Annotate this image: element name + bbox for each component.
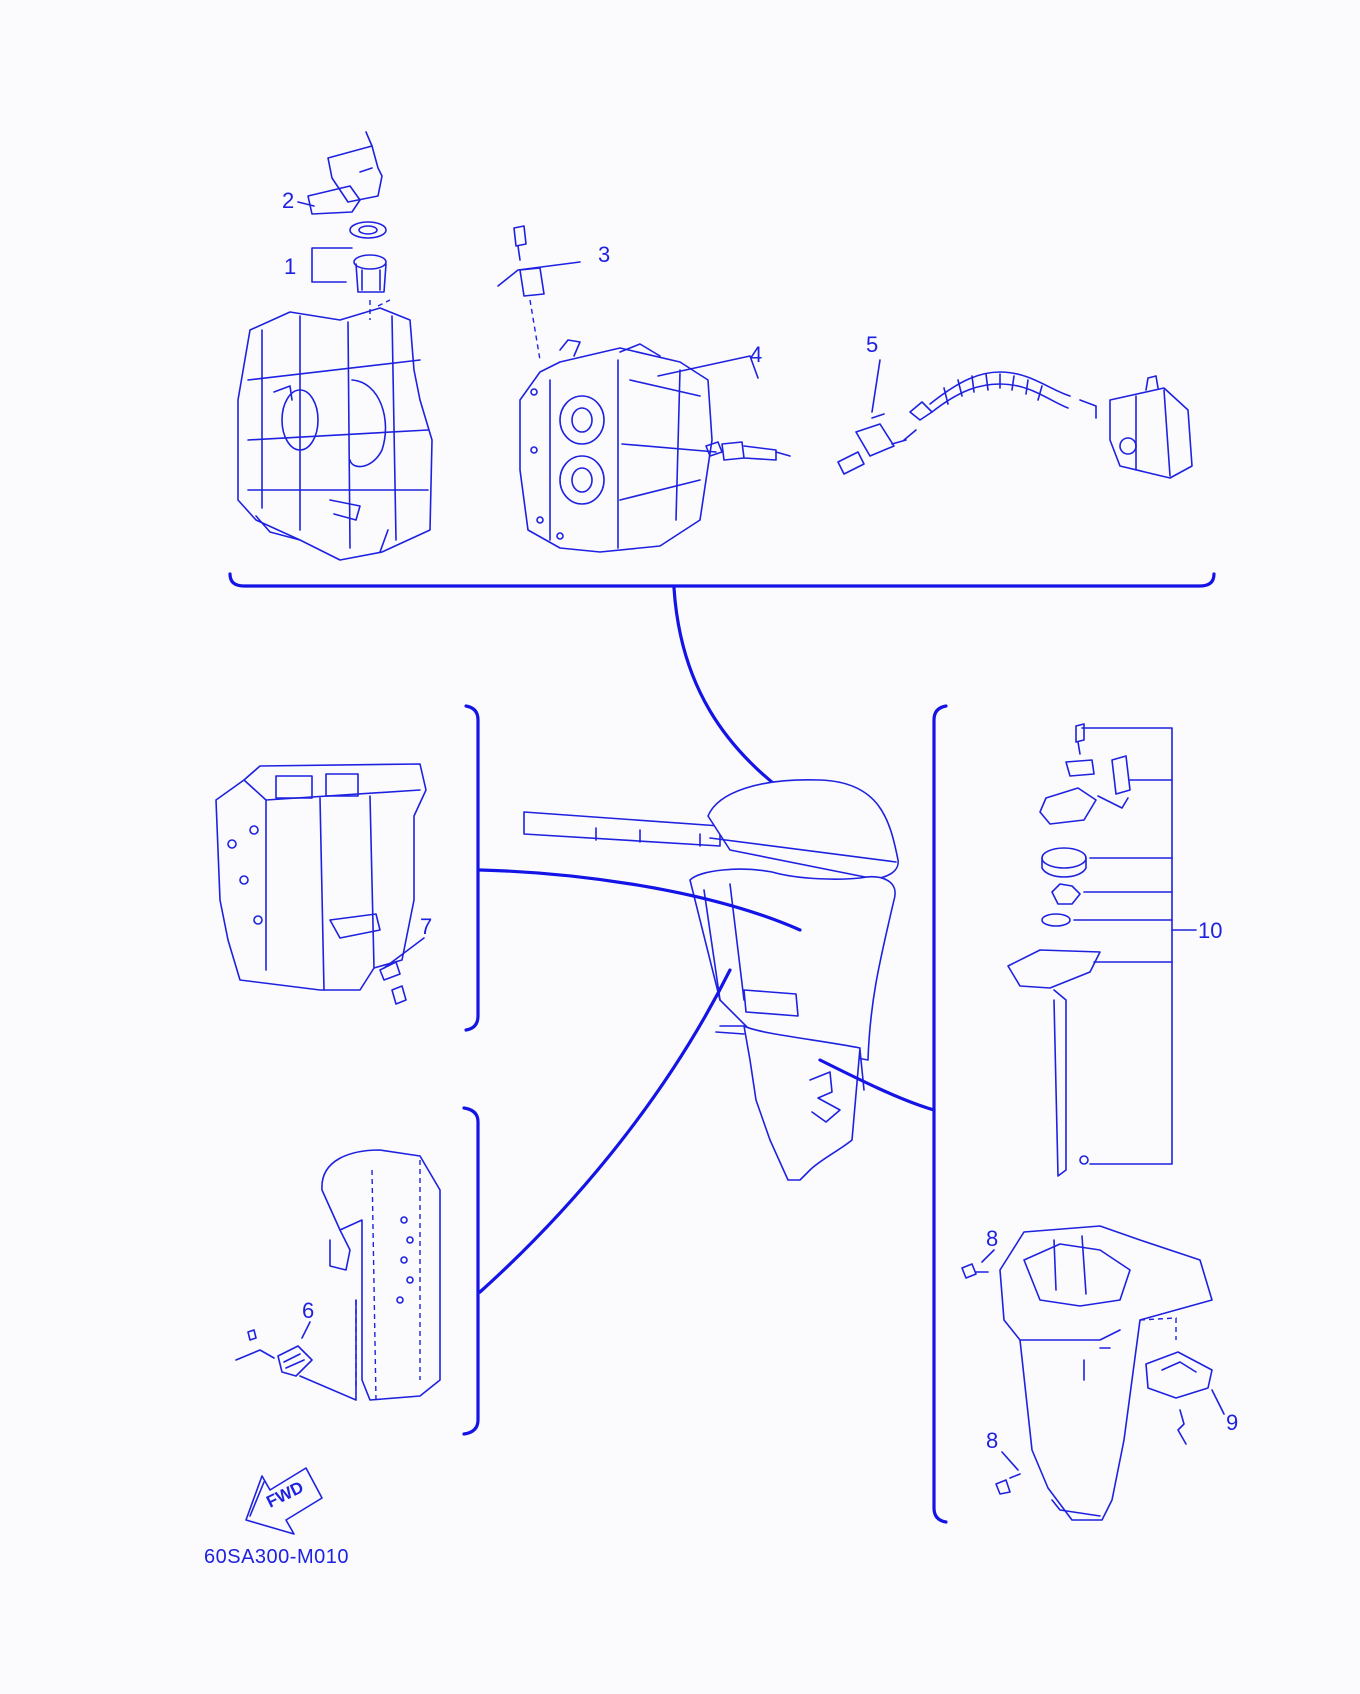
anode-9 — [1145, 1351, 1225, 1445]
lower-casing — [999, 1225, 1213, 1521]
fuel-pump — [1079, 375, 1193, 479]
callout-5: 5 — [866, 332, 878, 357]
cylinder-head — [519, 339, 717, 553]
left-upper-group — [215, 704, 802, 1032]
bolt-8-upper — [961, 1249, 995, 1279]
top-link-line — [672, 586, 806, 808]
callout-9: 9 — [1226, 1410, 1238, 1435]
callout-6: 6 — [302, 1298, 314, 1323]
callout-10: 10 — [1198, 918, 1222, 943]
fwd-label: FWD — [263, 1478, 306, 1512]
callout-2: 2 — [282, 188, 294, 213]
bracket-assembly — [321, 1149, 441, 1401]
left-lower-group — [235, 968, 732, 1436]
leader-lines-top — [297, 201, 881, 413]
callout-7: 7 — [420, 914, 432, 939]
fuel-filter-and-hose — [837, 371, 1071, 475]
drain-screw-7 — [379, 937, 425, 1005]
callout-3: 3 — [598, 242, 610, 267]
callout-8-upper: 8 — [986, 1226, 998, 1251]
water-pump-kit-10 — [1007, 723, 1197, 1177]
upper-casing — [215, 763, 427, 991]
top-group-bracket — [228, 572, 1216, 588]
callout-8-lower: 8 — [986, 1428, 998, 1453]
figure-code: 60SA300-M010 — [204, 1546, 349, 1568]
callout-1: 1 — [284, 254, 296, 279]
right-group — [818, 704, 1225, 1524]
callout-4: 4 — [750, 342, 762, 367]
spark-plug — [705, 441, 791, 461]
bolt-8-lower — [995, 1451, 1021, 1495]
trim-anode-6 — [235, 1299, 357, 1401]
cylinder-block — [237, 299, 433, 561]
thermostat-assembly — [307, 131, 387, 293]
temperature-sensor — [513, 225, 545, 361]
fwd-direction-arrow-icon: FWD — [245, 1467, 323, 1535]
outboard-motor-overview — [523, 779, 899, 1181]
